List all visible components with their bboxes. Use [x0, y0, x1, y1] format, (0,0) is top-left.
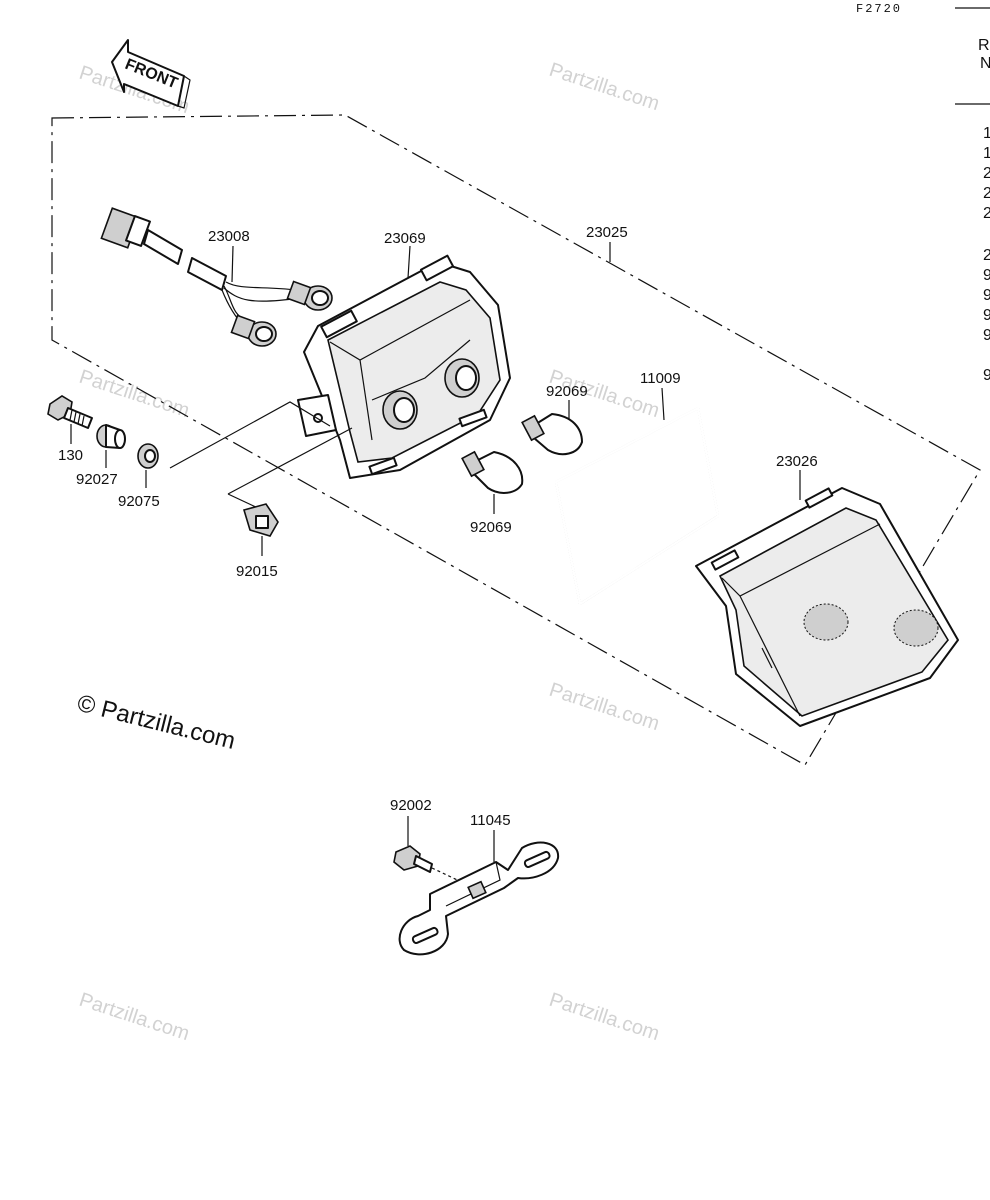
tail-lens-23026	[695, 487, 959, 727]
nut-axis-line	[227, 427, 353, 495]
plate-bracket-11045	[398, 841, 560, 956]
nut-92015	[242, 503, 279, 537]
part-number-23026: 23026	[776, 453, 818, 470]
side-digit-1: 1	[983, 125, 990, 142]
side-digit-5: 2	[983, 205, 990, 222]
side-header-2: N	[980, 55, 990, 72]
reference-code: F2720	[856, 2, 902, 16]
side-digit-6: 2	[983, 247, 990, 264]
bolt-130	[47, 395, 93, 429]
copyright-watermark: © Partzilla.com	[75, 690, 238, 755]
grommet-92075	[137, 443, 159, 469]
wire-harness	[100, 207, 333, 347]
lens-pattern-left	[803, 603, 849, 641]
side-digit-7: 9	[983, 267, 990, 284]
screw-axis-line	[431, 867, 471, 887]
nut-axis-line-2	[227, 493, 259, 509]
part-number-23008: 23008	[208, 228, 250, 245]
leader-23008	[231, 245, 234, 283]
bulb-92069-upper	[521, 413, 583, 456]
bulb-92069-lower	[461, 450, 524, 494]
side-header-1: R	[978, 37, 990, 54]
gasket-11009	[554, 406, 720, 607]
lens-pattern-right	[893, 609, 939, 647]
part-number-11045: 11045	[470, 812, 511, 829]
bolt-axis-line	[169, 401, 331, 469]
part-number-23025: 23025	[586, 224, 628, 241]
side-column-digits: 1 1 2 2 2 2 9 9 9 9 9	[983, 125, 990, 384]
part-number-92069-upper: 92069	[546, 383, 588, 400]
watermark-6: Partzilla.com	[76, 989, 192, 1045]
part-number-23069: 23069	[384, 230, 426, 247]
part-number-92027: 92027	[76, 471, 118, 488]
side-digit-11: 9	[983, 367, 990, 384]
part-number-92069-lower: 92069	[470, 519, 512, 536]
part-number-130: 130	[58, 447, 83, 464]
side-digit-8: 9	[983, 287, 990, 304]
part-number-92075: 92075	[118, 493, 160, 510]
lamp-housing	[297, 254, 511, 479]
part-number-92015: 92015	[236, 563, 278, 580]
watermark-7: Partzilla.com	[546, 989, 662, 1045]
side-digit-3: 2	[983, 165, 990, 182]
side-digit-4: 2	[983, 185, 990, 202]
part-number-11009: 11009	[640, 370, 681, 387]
side-digit-10: 9	[983, 327, 990, 344]
leader-23069	[407, 245, 411, 279]
side-digit-2: 1	[983, 145, 990, 162]
watermark-3: Partzilla.com	[76, 366, 192, 422]
part-number-92002: 92002	[390, 797, 432, 814]
leader-11009	[661, 387, 665, 421]
watermark-5: Partzilla.com	[546, 679, 662, 735]
screw-92002	[393, 845, 433, 873]
collar-92027	[96, 424, 126, 449]
watermark-2: Partzilla.com	[546, 59, 662, 115]
front-arrow-icon: FRONT	[111, 39, 191, 109]
side-digit-9: 9	[983, 307, 990, 324]
